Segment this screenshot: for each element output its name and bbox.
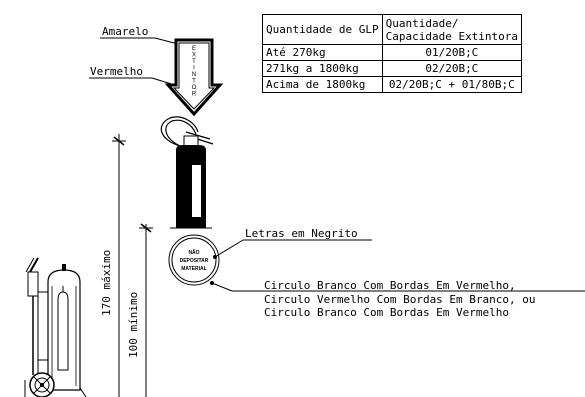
label-vermelho: Vermelho bbox=[90, 65, 143, 78]
table-row: Até 270kg 01/20B;C bbox=[262, 44, 523, 61]
table-row: 271kg a 1800kg 02/20B;C bbox=[262, 60, 523, 77]
header-col1: Quantidade de GLP bbox=[262, 14, 383, 45]
label-amarelo: Amarelo bbox=[102, 25, 148, 38]
sign-line1: NÃO bbox=[188, 249, 199, 256]
arrow-letter: N bbox=[192, 72, 196, 78]
letras-leader bbox=[213, 239, 372, 259]
wheeled-extinguisher bbox=[24, 257, 87, 397]
row-capacity: 01/20B;C bbox=[381, 44, 523, 61]
dim-max-label: 170 máximo bbox=[100, 250, 113, 316]
label-letras: Letras em Negrito bbox=[245, 227, 358, 240]
arrow-letter: X bbox=[192, 53, 196, 59]
header-col2-line1: Quantidade/ bbox=[385, 16, 459, 30]
table-row: Acima de 1800kg 02/20B;C + 01/80B;C bbox=[262, 76, 523, 93]
circle-desc-1: Circulo Branco Com Bordas Em Vermelho, bbox=[264, 279, 516, 292]
circle-desc-2: Circulo Vermelho Com Bordas Em Branco, o… bbox=[264, 293, 536, 306]
amarelo-leader bbox=[100, 37, 180, 46]
header-col2-line2: Capacidade Extintora bbox=[385, 29, 519, 43]
extinguisher-hose bbox=[160, 116, 214, 147]
sign-line3: MATERIAL bbox=[181, 266, 206, 272]
no-deposit-sign: NÃO DEPOSITAR MATERIAL bbox=[168, 234, 220, 286]
table-header-row: Quantidade de GLP Quantidade/ Capacidade… bbox=[262, 14, 523, 45]
dim-min-label: 100 mínimo bbox=[127, 292, 140, 358]
arrow-letter: T bbox=[192, 79, 196, 85]
dimension-170 bbox=[112, 134, 126, 397]
wall-extinguisher bbox=[170, 145, 212, 229]
row-capacity: 02/20B;C + 01/80B;C bbox=[381, 76, 523, 93]
circle-desc-3: Circulo Branco Com Bordas Em Vermelho bbox=[264, 306, 509, 319]
arrow-letter: E bbox=[192, 46, 196, 52]
row-qty: Até 270kg bbox=[262, 44, 383, 61]
arrow-letter: I bbox=[193, 66, 195, 72]
vermelho-leader bbox=[89, 77, 180, 88]
arrow-letter: R bbox=[192, 92, 197, 98]
dimension-100 bbox=[139, 223, 153, 397]
glp-table: Quantidade de GLP Quantidade/ Capacidade… bbox=[262, 14, 523, 93]
sign-line2: DEPOSITAR bbox=[180, 258, 209, 264]
circle-leader bbox=[210, 281, 585, 292]
row-qty: Acima de 1800kg bbox=[262, 76, 383, 93]
header-col2: Quantidade/ Capacidade Extintora bbox=[381, 14, 523, 45]
row-qty: 271kg a 1800kg bbox=[262, 60, 383, 77]
arrow-letter: O bbox=[192, 85, 197, 91]
arrow-letter: T bbox=[192, 59, 196, 65]
row-capacity: 02/20B;C bbox=[381, 60, 523, 77]
